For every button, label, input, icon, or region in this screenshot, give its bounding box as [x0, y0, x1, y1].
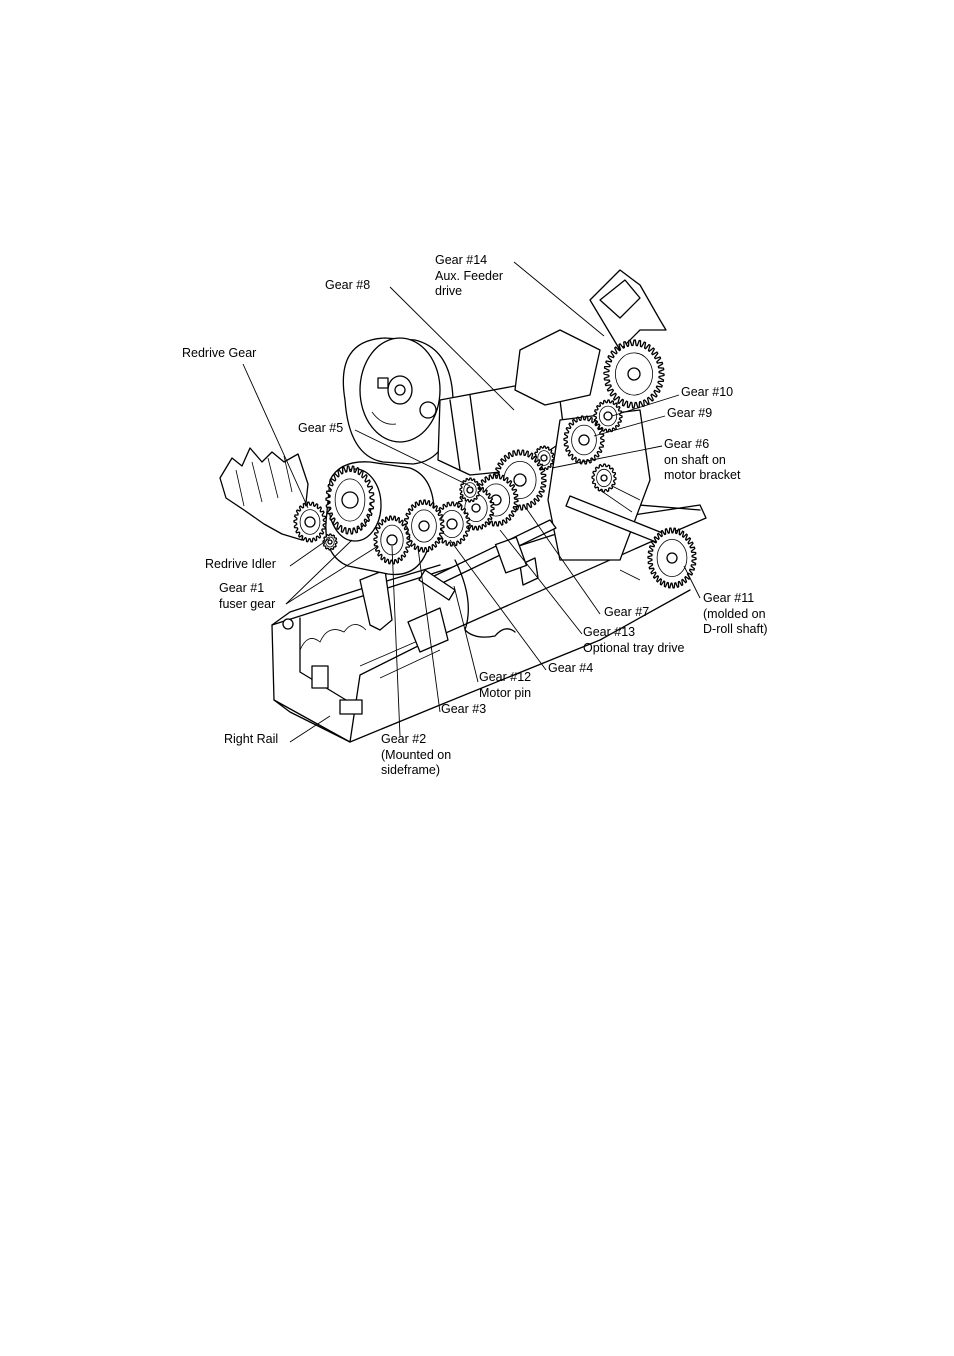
- gear11-icon: [647, 527, 697, 589]
- label-gear9: Gear #9: [667, 406, 713, 420]
- leader-gear1-b: [285, 545, 379, 605]
- gear5-icon-hub: [466, 486, 474, 494]
- leader-gear6: [551, 445, 663, 469]
- redrive-guide: [219, 447, 309, 541]
- leader-gear14: [513, 261, 605, 337]
- redrive-gear-icon-web: [299, 509, 321, 535]
- label-gear1: Gear #1 fuser gear: [219, 581, 276, 611]
- gear13-icon-hub: [471, 503, 481, 513]
- label-gear5: Gear #5: [298, 421, 344, 435]
- gear-set: [293, 339, 697, 589]
- gear9-icon-hub: [578, 434, 590, 446]
- label-gear3: Gear #3: [441, 702, 487, 716]
- gear14-icon-hub: [627, 367, 641, 381]
- gear2-icon: [373, 515, 411, 565]
- leader-gear8: [389, 286, 515, 411]
- leader-gear3: [417, 547, 441, 713]
- motor-pin-shaft: [418, 559, 516, 638]
- gear5-icon-web: [463, 482, 477, 498]
- leader-redrive-idler: [289, 537, 331, 567]
- gear11-icon-hub: [666, 552, 678, 564]
- motor-bracket-gear-icon-web: [596, 468, 612, 488]
- leader-redrive-gear: [242, 363, 309, 509]
- label-gear10: Gear #10: [681, 385, 734, 399]
- gear3-icon-hub: [418, 520, 430, 532]
- leader-gear4: [449, 539, 547, 671]
- d-roll-shaft: [429, 495, 681, 587]
- leader-gear11: [683, 565, 701, 599]
- label-gear12: Gear #12 Motor pin: [479, 670, 532, 700]
- leader-gear1-a: [285, 539, 353, 605]
- gear10-icon-web: [598, 405, 618, 427]
- gear1-icon-web: [334, 478, 366, 522]
- gear10-icon: [593, 399, 623, 433]
- redrive-idler-icon: [322, 533, 338, 551]
- leader-gear13: [499, 529, 583, 635]
- gear1-icon-hub: [341, 491, 359, 509]
- label-redrive-idler: Redrive Idler: [205, 557, 276, 571]
- label-right-rail: Right Rail: [224, 732, 279, 746]
- leader-gear2: [391, 545, 401, 737]
- label-gear6: Gear #6 on shaft on motor bracket: [664, 437, 741, 482]
- gear4-icon-hub: [446, 518, 458, 530]
- leader-right-rail: [289, 715, 331, 743]
- gear1-icon: [325, 465, 375, 535]
- gear6-icon-hub: [540, 454, 548, 462]
- leader-gear10: [611, 394, 680, 417]
- label-gear2: Gear #2 (Mounted on sideframe): [381, 732, 452, 777]
- leader-gear7: [525, 507, 601, 615]
- label-gear13: Gear #13 Optional tray drive: [583, 625, 685, 655]
- gear8-icon-hub: [513, 473, 527, 487]
- label-gear4: Gear #4: [548, 661, 594, 675]
- gear11-icon-web: [656, 539, 688, 578]
- gear14-icon: [603, 339, 665, 409]
- label-gear7: Gear #7: [604, 605, 650, 619]
- label-gear8: Gear #8: [325, 278, 371, 292]
- label-redrive-gear: Redrive Gear: [182, 346, 257, 360]
- leader-gear12: [453, 585, 479, 683]
- label-gear11: Gear #11 (molded on D-roll shaft): [703, 591, 768, 636]
- gear3-icon-web: [411, 509, 437, 543]
- motor-bracket-gear-icon: [591, 463, 617, 493]
- redrive-gear-icon: [293, 501, 327, 543]
- label-gear14: Gear #14 Aux. Feeder drive: [435, 253, 504, 298]
- motor-bracket-gear-icon-hub: [600, 474, 608, 482]
- redrive-idler-icon-web: [325, 536, 335, 548]
- redrive-idler-icon-hub: [327, 539, 333, 545]
- gear9-icon-web: [571, 424, 597, 456]
- redrive-gear-icon-hub: [304, 516, 316, 528]
- gear2-icon-hub: [386, 534, 398, 546]
- leader-gear5: [354, 429, 471, 487]
- gear14-icon-web: [615, 352, 654, 396]
- gear6-icon-web: [537, 450, 551, 466]
- leader-gear9: [593, 415, 666, 437]
